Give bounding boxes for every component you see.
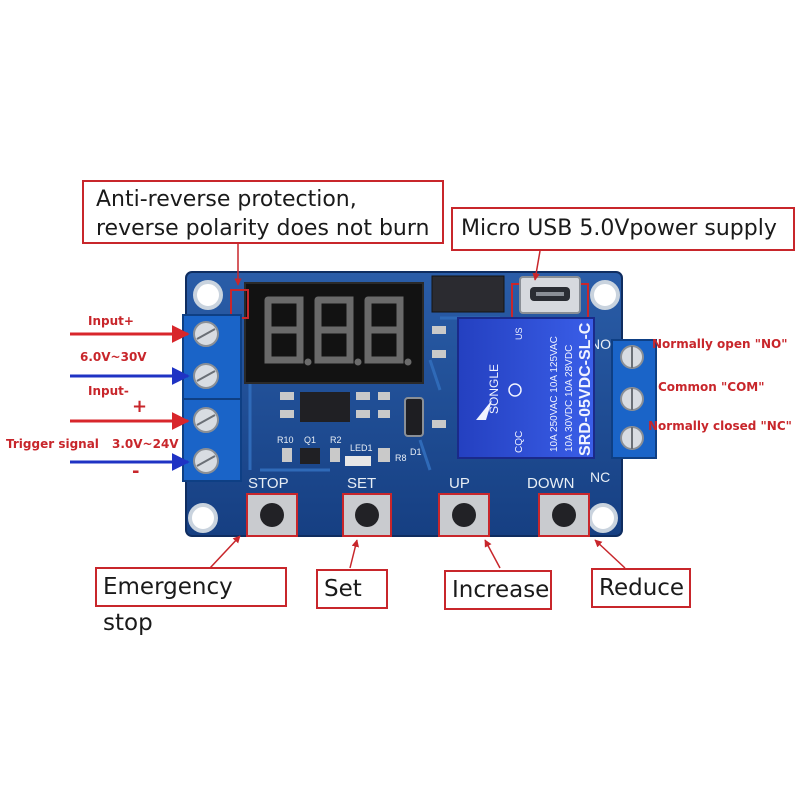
emergency-stop-callout: Emergency stop	[95, 567, 287, 636]
silk-r2: R2	[330, 435, 342, 445]
set-callout: Set	[316, 569, 388, 609]
button-set[interactable]	[342, 493, 392, 537]
label-trigger-signal: Trigger signal	[6, 437, 99, 451]
anti-reverse-line-2: reverse polarity does not burn	[96, 216, 430, 241]
label-input-plus: Input+	[88, 314, 134, 328]
micro-usb-callout: Micro USB 5.0Vpower supply	[451, 207, 795, 251]
label-normally-open: Normally open "NO"	[652, 337, 788, 351]
relay: SONGLE SRD-05VDC-SL-C 10A 250VAC 10A 125…	[457, 317, 595, 459]
relay-terminal-block	[611, 339, 657, 459]
pointer-stop	[209, 535, 241, 569]
relay-registered-mark	[508, 383, 522, 397]
relay-rating-2: 10A 30VDC 10A 28VDC	[564, 345, 575, 452]
relay-logo	[476, 400, 492, 420]
silk-q1: Q1	[304, 435, 316, 445]
label-minus-sign: -	[132, 461, 140, 482]
label-trigger-voltage: 3.0V~24V	[112, 437, 179, 451]
mounting-hole	[188, 503, 218, 533]
input-terminal-block	[182, 314, 242, 482]
label-plus-sign: +	[132, 396, 148, 417]
regulator-chip	[431, 275, 505, 313]
silk-nc: NC	[590, 469, 610, 485]
label-input-minus: Input-	[88, 384, 129, 398]
pointer-down	[594, 539, 626, 569]
relay-model: SRD-05VDC-SL-C	[577, 322, 594, 456]
micro-usb-port	[519, 276, 581, 314]
anti-reverse-line-1: Anti-reverse protection,	[96, 187, 357, 212]
silk-r8: R8	[395, 453, 407, 463]
label-normally-closed: Normally closed "NC"	[648, 419, 792, 433]
smd-components	[280, 322, 572, 466]
relay-us: US	[514, 327, 524, 340]
mounting-hole	[588, 503, 618, 533]
label-input-voltage: 6.0V~30V	[80, 350, 147, 364]
button-down[interactable]	[538, 493, 590, 537]
reduce-callout: Reduce	[591, 568, 691, 608]
silk-stop: STOP	[248, 475, 289, 492]
silk-r10: R10	[277, 435, 294, 445]
silk-d1: D1	[410, 447, 422, 457]
button-stop[interactable]	[246, 493, 298, 537]
pointer-usb	[532, 250, 541, 281]
seven-segment-display	[244, 282, 424, 384]
silk-set: SET	[347, 475, 376, 492]
button-up[interactable]	[438, 493, 490, 537]
label-common: Common "COM"	[658, 380, 765, 394]
mounting-hole	[193, 280, 223, 310]
pointer-up	[484, 539, 501, 569]
silk-down: DOWN	[527, 475, 575, 492]
silk-up: UP	[449, 475, 470, 492]
relay-cqc: CQC	[514, 431, 525, 453]
relay-brand: SONGLE	[487, 364, 501, 414]
increase-callout: Increase	[444, 570, 552, 610]
mounting-hole	[590, 280, 620, 310]
silk-led1: LED1	[350, 443, 373, 453]
pointer-set	[349, 539, 360, 569]
anti-reverse-callout: Anti-reverse protection, reverse polarit…	[82, 180, 444, 244]
relay-rating-1: 10A 250VAC 10A 125VAC	[549, 336, 560, 452]
silk-no: NO	[590, 336, 611, 352]
